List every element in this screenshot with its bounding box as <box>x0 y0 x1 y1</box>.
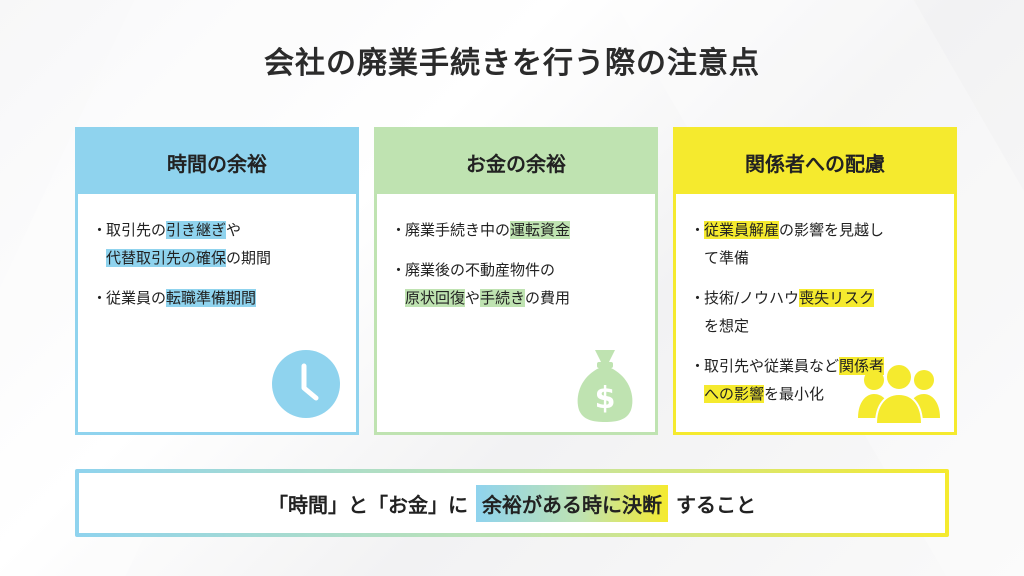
conclusion-text: 「時間」と「お金」に 余裕がある時に決断 すること <box>79 473 945 533</box>
list-item-text: 廃業後の不動産物件の原状回復や手続きの費用 <box>405 256 570 312</box>
item-text: を最小化 <box>764 385 825 403</box>
conclusion-box: 「時間」と「お金」に 余裕がある時に決断 すること <box>75 469 949 537</box>
conclusion-pre: 「時間」と「お金」に <box>268 492 468 517</box>
people-group-icon <box>858 363 940 424</box>
list-item: ・廃業手続き中の運転資金 <box>391 216 643 244</box>
list-item-text: 従業員解雇の影響を見越して準備 <box>704 216 884 272</box>
item-text: の費用 <box>525 289 571 307</box>
card-heading: 関係者への配慮 <box>676 130 954 194</box>
card-list: ・取引先の引き継ぎや代替取引先の確保の期間・従業員の転職準備期間 <box>78 194 356 312</box>
clock-icon <box>272 350 340 418</box>
item-text: 技術/ノウハウ <box>704 289 800 307</box>
highlighted-text: 手続き <box>480 289 526 307</box>
list-item-text: 取引先の引き継ぎや代替取引先の確保の期間 <box>106 216 271 272</box>
highlighted-text: 引き継ぎ <box>166 221 227 239</box>
bullet: ・ <box>690 289 706 307</box>
item-text: の期間 <box>226 249 272 267</box>
card-time: 時間の余裕 ・取引先の引き継ぎや代替取引先の確保の期間・従業員の転職準備期間 <box>75 127 359 435</box>
list-item: ・取引先の引き継ぎや代替取引先の確保の期間 <box>92 216 344 272</box>
list-item: ・従業員の転職準備期間 <box>92 284 344 312</box>
highlighted-text: 運転資金 <box>510 221 571 239</box>
list-item-text: 取引先や従業員など関係者への影響を最小化 <box>704 352 885 408</box>
list-item-text: 従業員の転職準備期間 <box>106 284 257 312</box>
card-list: ・廃業手続き中の運転資金・廃業後の不動産物件の原状回復や手続きの費用 <box>377 194 655 312</box>
list-item-text: 技術/ノウハウ喪失リスクを想定 <box>704 284 875 340</box>
bullet: ・ <box>391 261 407 279</box>
highlighted-text: への影響 <box>704 385 765 403</box>
bullet: ・ <box>690 357 706 375</box>
list-item: ・廃業後の不動産物件の原状回復や手続きの費用 <box>391 256 643 312</box>
highlighted-text: 原状回復 <box>405 289 466 307</box>
card-heading: お金の余裕 <box>377 130 655 194</box>
item-text: や <box>465 289 481 307</box>
highlighted-text: 従業員解雇 <box>704 221 780 239</box>
item-text: 取引先や従業員など <box>704 357 840 375</box>
highlighted-text: 転職準備期間 <box>166 289 257 307</box>
svg-text:$: $ <box>595 381 616 416</box>
bullet: ・ <box>391 221 407 239</box>
list-item-text: 廃業手続き中の運転資金 <box>405 216 571 244</box>
page-title: 会社の廃業手続きを行う際の注意点 <box>264 46 760 81</box>
bullet: ・ <box>92 289 108 307</box>
item-text: 廃業後の不動産物件の <box>405 261 556 279</box>
money-bag-icon: $ <box>577 350 633 422</box>
bullet: ・ <box>92 221 108 239</box>
item-text: や <box>226 221 242 239</box>
highlighted-text: 代替取引先の確保 <box>106 249 227 267</box>
list-item: ・従業員解雇の影響を見越して準備 <box>690 216 942 272</box>
item-text: 取引先の <box>106 221 167 239</box>
conclusion-highlight: 余裕がある時に決断 <box>476 484 668 522</box>
card-heading: 時間の余裕 <box>78 130 356 194</box>
highlighted-text: 喪失リスク <box>799 289 875 307</box>
item-text: 従業員の <box>106 289 167 307</box>
list-item: ・取引先や従業員など関係者への影響を最小化 <box>690 352 942 408</box>
card-stakeholders: 関係者への配慮 ・従業員解雇の影響を見越して準備・技術/ノウハウ喪失リスクを想定… <box>673 127 957 435</box>
item-text: の影響を見越し <box>779 221 885 239</box>
item-text: を想定 <box>704 317 750 335</box>
conclusion-post: すること <box>676 492 756 517</box>
item-text: 廃業手続き中の <box>405 221 511 239</box>
item-text: て準備 <box>704 249 750 267</box>
bullet: ・ <box>690 221 706 239</box>
card-money: お金の余裕 ・廃業手続き中の運転資金・廃業後の不動産物件の原状回復や手続きの費用… <box>374 127 658 435</box>
list-item: ・技術/ノウハウ喪失リスクを想定 <box>690 284 942 340</box>
card-list: ・従業員解雇の影響を見越して準備・技術/ノウハウ喪失リスクを想定・取引先や従業員… <box>676 194 954 408</box>
